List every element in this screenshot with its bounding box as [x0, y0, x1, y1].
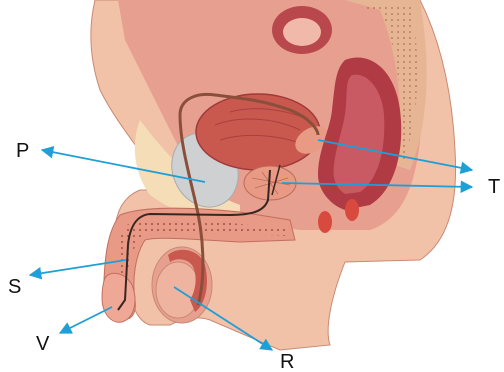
label-v: V	[36, 333, 50, 355]
anal-sphincter-2	[345, 199, 359, 221]
label-t: T	[488, 176, 500, 198]
label-p: P	[16, 140, 29, 162]
label-s: S	[8, 276, 21, 298]
anal-sphincter-1	[318, 211, 332, 233]
intestine-lumen	[283, 18, 321, 46]
arrow-v	[60, 307, 112, 333]
label-r: R	[280, 351, 294, 372]
bladder	[196, 94, 320, 170]
